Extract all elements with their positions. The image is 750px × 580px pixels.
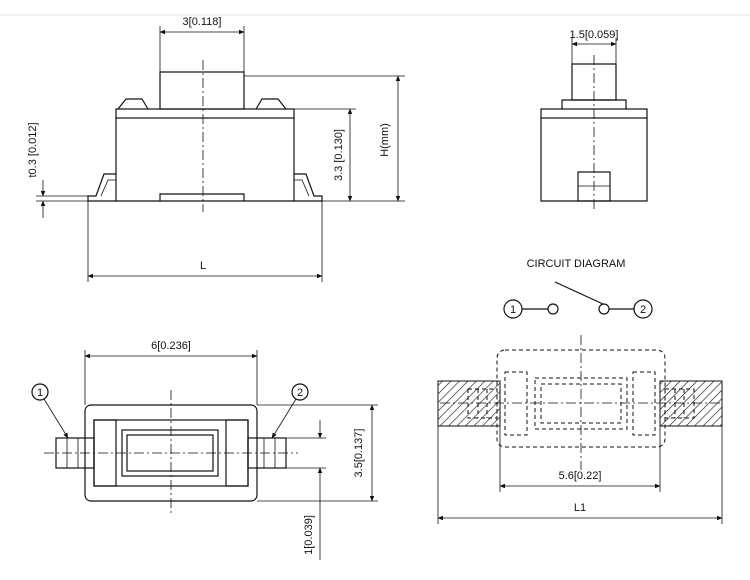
dim-pad-spacing: 5.6[0.22] [559,470,602,482]
front-lead-right [294,173,323,202]
front-body [115,118,295,202]
front-lead-left [87,173,116,202]
dim-bottom-height: 3.5[0.137] [353,429,365,478]
front-actuator [159,71,245,110]
circuit-switch-lever [554,281,604,305]
circuit-title: CIRCUIT DIAGRAM [527,258,626,270]
front-shoulder-right [255,98,287,110]
bottom-view: 1 2 6[0.236] 3.5[0.137] 1[0.039] [31,340,378,560]
callout-pin-1-circle [31,383,49,401]
circuit-terminal-1-label: 1 [510,304,516,316]
dim-total-height: H(mm) [379,123,391,157]
callout-pin-2: 2 [297,387,303,399]
circuit-contact-left [547,303,559,315]
callout-pin-2-circle [291,383,309,401]
dim-thickness: t0.3 [0.012] [27,122,39,177]
front-shoulder-left [117,98,149,110]
dim-pad-length: L1 [574,502,586,514]
front-view: 3[0.118] L t0.3 [0.012] 3.3 [0.130] H(mm… [27,16,405,282]
circuit-diagram: CIRCUIT DIAGRAM 1 2 [503,258,653,319]
dim-bottom-width: 6[0.236] [151,340,191,352]
pad-left [437,380,501,427]
circuit-terminal-2-label: 2 [640,304,646,316]
front-base-step [159,193,245,201]
dim-body-height: 3.3 [0.130] [333,129,345,181]
circuit-terminal-2-circle [633,299,653,319]
callout-pin-1: 1 [37,387,43,399]
footprint-window-inner [540,383,622,424]
dim-side-width: 1.5[0.059] [570,29,619,41]
footprint-view: 5.6[0.22] L1 [437,335,723,524]
circuit-contact-right [598,303,610,315]
dim-top-width: 3[0.118] [183,16,222,28]
dim-terminal-width: 1[0.039] [303,515,315,555]
front-top-plate [115,108,295,119]
side-view: 1.5[0.059] [540,29,648,212]
dim-length: L [200,260,206,272]
pad-right [659,380,723,427]
